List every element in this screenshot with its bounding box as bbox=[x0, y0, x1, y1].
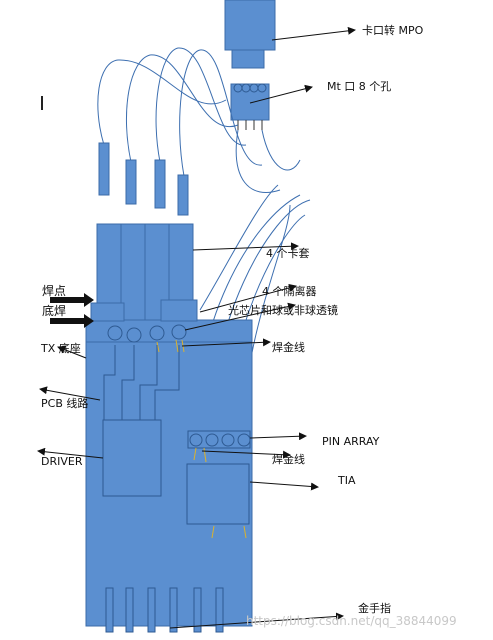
gold-fingers bbox=[105, 587, 224, 633]
label-mpo: 卡口转 MPO bbox=[362, 24, 424, 37]
label-isolators: 4 个隔离器 bbox=[262, 285, 317, 298]
label-tia: TIA bbox=[338, 474, 356, 487]
label-pcb-trace: PCB 线路 bbox=[41, 397, 89, 410]
label-bond-wire-top: 焊金线 bbox=[272, 341, 305, 354]
tx-lenses bbox=[107, 324, 187, 343]
label-sleeves: 4 个卡套 bbox=[266, 247, 310, 260]
tx-fibers bbox=[97, 47, 301, 193]
label-tx-base: TX 底座 bbox=[41, 342, 81, 355]
pcb-traces bbox=[103, 345, 180, 420]
isolators bbox=[90, 299, 198, 322]
label-pin-array: PIN ARRAY bbox=[322, 435, 380, 448]
label-mt: Mt 口 8 个孔 bbox=[327, 80, 392, 93]
solder-arrows bbox=[50, 293, 94, 328]
watermark: https://blog.csdn.net/qq_38844099 bbox=[246, 614, 457, 628]
fiber-pigtails bbox=[98, 142, 189, 216]
tia-chip bbox=[186, 463, 250, 525]
leader-arrows bbox=[37, 26, 356, 629]
pin-array bbox=[187, 430, 251, 449]
mpo-connector bbox=[224, 0, 276, 69]
label-gold-finger: 金手指 bbox=[358, 602, 391, 615]
driver-chip bbox=[102, 419, 162, 497]
label-weld-point: 焊点 bbox=[42, 284, 67, 298]
mt-ferrule bbox=[230, 83, 270, 130]
rx-bond-wires bbox=[193, 447, 247, 539]
text-cursor bbox=[41, 96, 43, 110]
label-bottom-weld: 底焊 bbox=[42, 304, 67, 318]
label-driver: DRIVER bbox=[41, 455, 83, 468]
label-lens: 光芯片和球或非球透镜 bbox=[228, 304, 338, 317]
label-bond-wire-bottom: 焊金线 bbox=[272, 453, 305, 466]
